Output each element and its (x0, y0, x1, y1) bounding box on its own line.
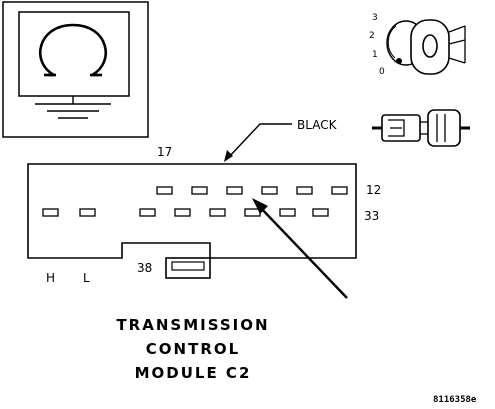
pin-slot-mid-3 (139, 208, 156, 217)
pin-slot-mid-5 (209, 208, 226, 217)
pin-slot-top-1 (156, 186, 173, 195)
probe-arrowhead (252, 198, 268, 214)
side-label-h: H (46, 271, 55, 285)
figure-code: 8116358e (433, 395, 477, 405)
probe-arrow (257, 204, 348, 299)
pin-number-17: 17 (157, 145, 172, 159)
ignition-position-0: 0 (379, 67, 385, 77)
connector-body (27, 163, 357, 259)
caption-line-1: TRANSMISSION (116, 316, 269, 334)
ignition-key-icon: 3 2 1 0 (369, 13, 466, 77)
pin-slot-mid-8 (312, 208, 329, 217)
pin-slot-mid-7 (279, 208, 296, 217)
pin-number-12: 12 (366, 183, 381, 197)
pin-slot-top-5 (296, 186, 313, 195)
pin-slot-mid-1 (42, 208, 59, 217)
pin-slot-top-4 (261, 186, 278, 195)
connector-leader-line (227, 123, 292, 159)
pin-number-38: 38 (137, 261, 152, 275)
leader-arrowhead (224, 150, 233, 162)
connector-pins (42, 186, 348, 217)
pin-slot-mid-4 (174, 208, 191, 217)
caption-line-2: CONTROL (146, 340, 240, 358)
caption-line-3: MODULE C2 (135, 364, 252, 382)
ohmmeter-icon (2, 1, 149, 138)
connector-plug-icon (372, 109, 470, 147)
pin-number-33: 33 (364, 209, 379, 223)
ignition-position-2: 2 (369, 31, 375, 41)
side-label-l: L (83, 271, 90, 285)
pin-slot-top-2 (191, 186, 208, 195)
pin-slot-top-3 (226, 186, 243, 195)
connector-color-label: BLACK (297, 118, 338, 132)
pin-slot-mid-6 (244, 208, 261, 217)
pin-slot-top-6 (331, 186, 348, 195)
ignition-position-1: 1 (372, 50, 378, 60)
ignition-position-3: 3 (372, 13, 378, 23)
ground-icon (35, 96, 111, 119)
pin-slot-mid-2 (79, 208, 96, 217)
